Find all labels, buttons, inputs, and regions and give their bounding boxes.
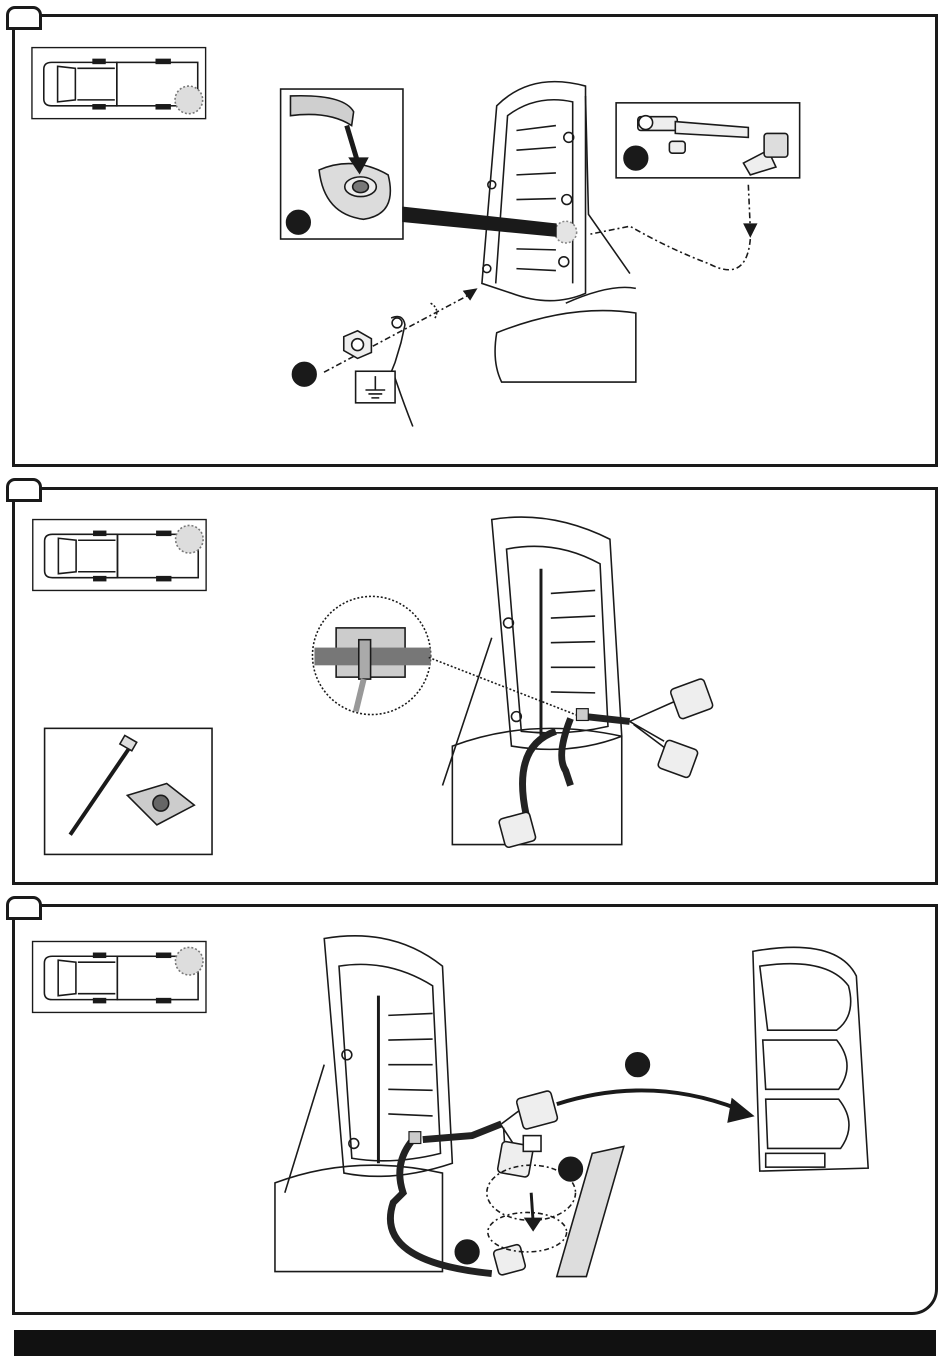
callout-marker bbox=[624, 146, 648, 170]
callout-marker bbox=[287, 210, 311, 234]
step-2-tab bbox=[6, 478, 42, 502]
tail-light-lamp bbox=[753, 947, 868, 1171]
step-2-panel bbox=[12, 487, 938, 885]
cable-tie-hardware-inset bbox=[45, 728, 212, 854]
step-3-tab bbox=[6, 896, 42, 920]
truck-locator-inset bbox=[33, 941, 206, 1012]
step-3-panel bbox=[12, 904, 938, 1315]
step-2-illustration bbox=[15, 490, 935, 882]
step-1-tab bbox=[6, 6, 42, 30]
tool-inset bbox=[616, 103, 800, 178]
callout-marker bbox=[292, 362, 316, 386]
truck-locator-inset bbox=[32, 48, 206, 119]
location-highlight-icon bbox=[175, 947, 203, 975]
step-1-panel bbox=[12, 14, 938, 467]
callout-marker bbox=[626, 1053, 650, 1077]
step-1-illustration bbox=[15, 17, 935, 464]
ground-symbol-icon bbox=[356, 371, 395, 403]
location-highlight-icon bbox=[176, 525, 204, 553]
footer-bar bbox=[14, 1330, 936, 1356]
tail-light-cavity bbox=[442, 517, 621, 844]
truck-locator-inset bbox=[33, 520, 206, 591]
tail-light-cavity bbox=[275, 936, 452, 1272]
callout-marker bbox=[455, 1240, 479, 1264]
callout-marker bbox=[559, 1157, 583, 1181]
wiring-harness bbox=[498, 678, 713, 848]
step-3-illustration bbox=[15, 907, 935, 1312]
location-highlight-icon bbox=[175, 86, 203, 114]
